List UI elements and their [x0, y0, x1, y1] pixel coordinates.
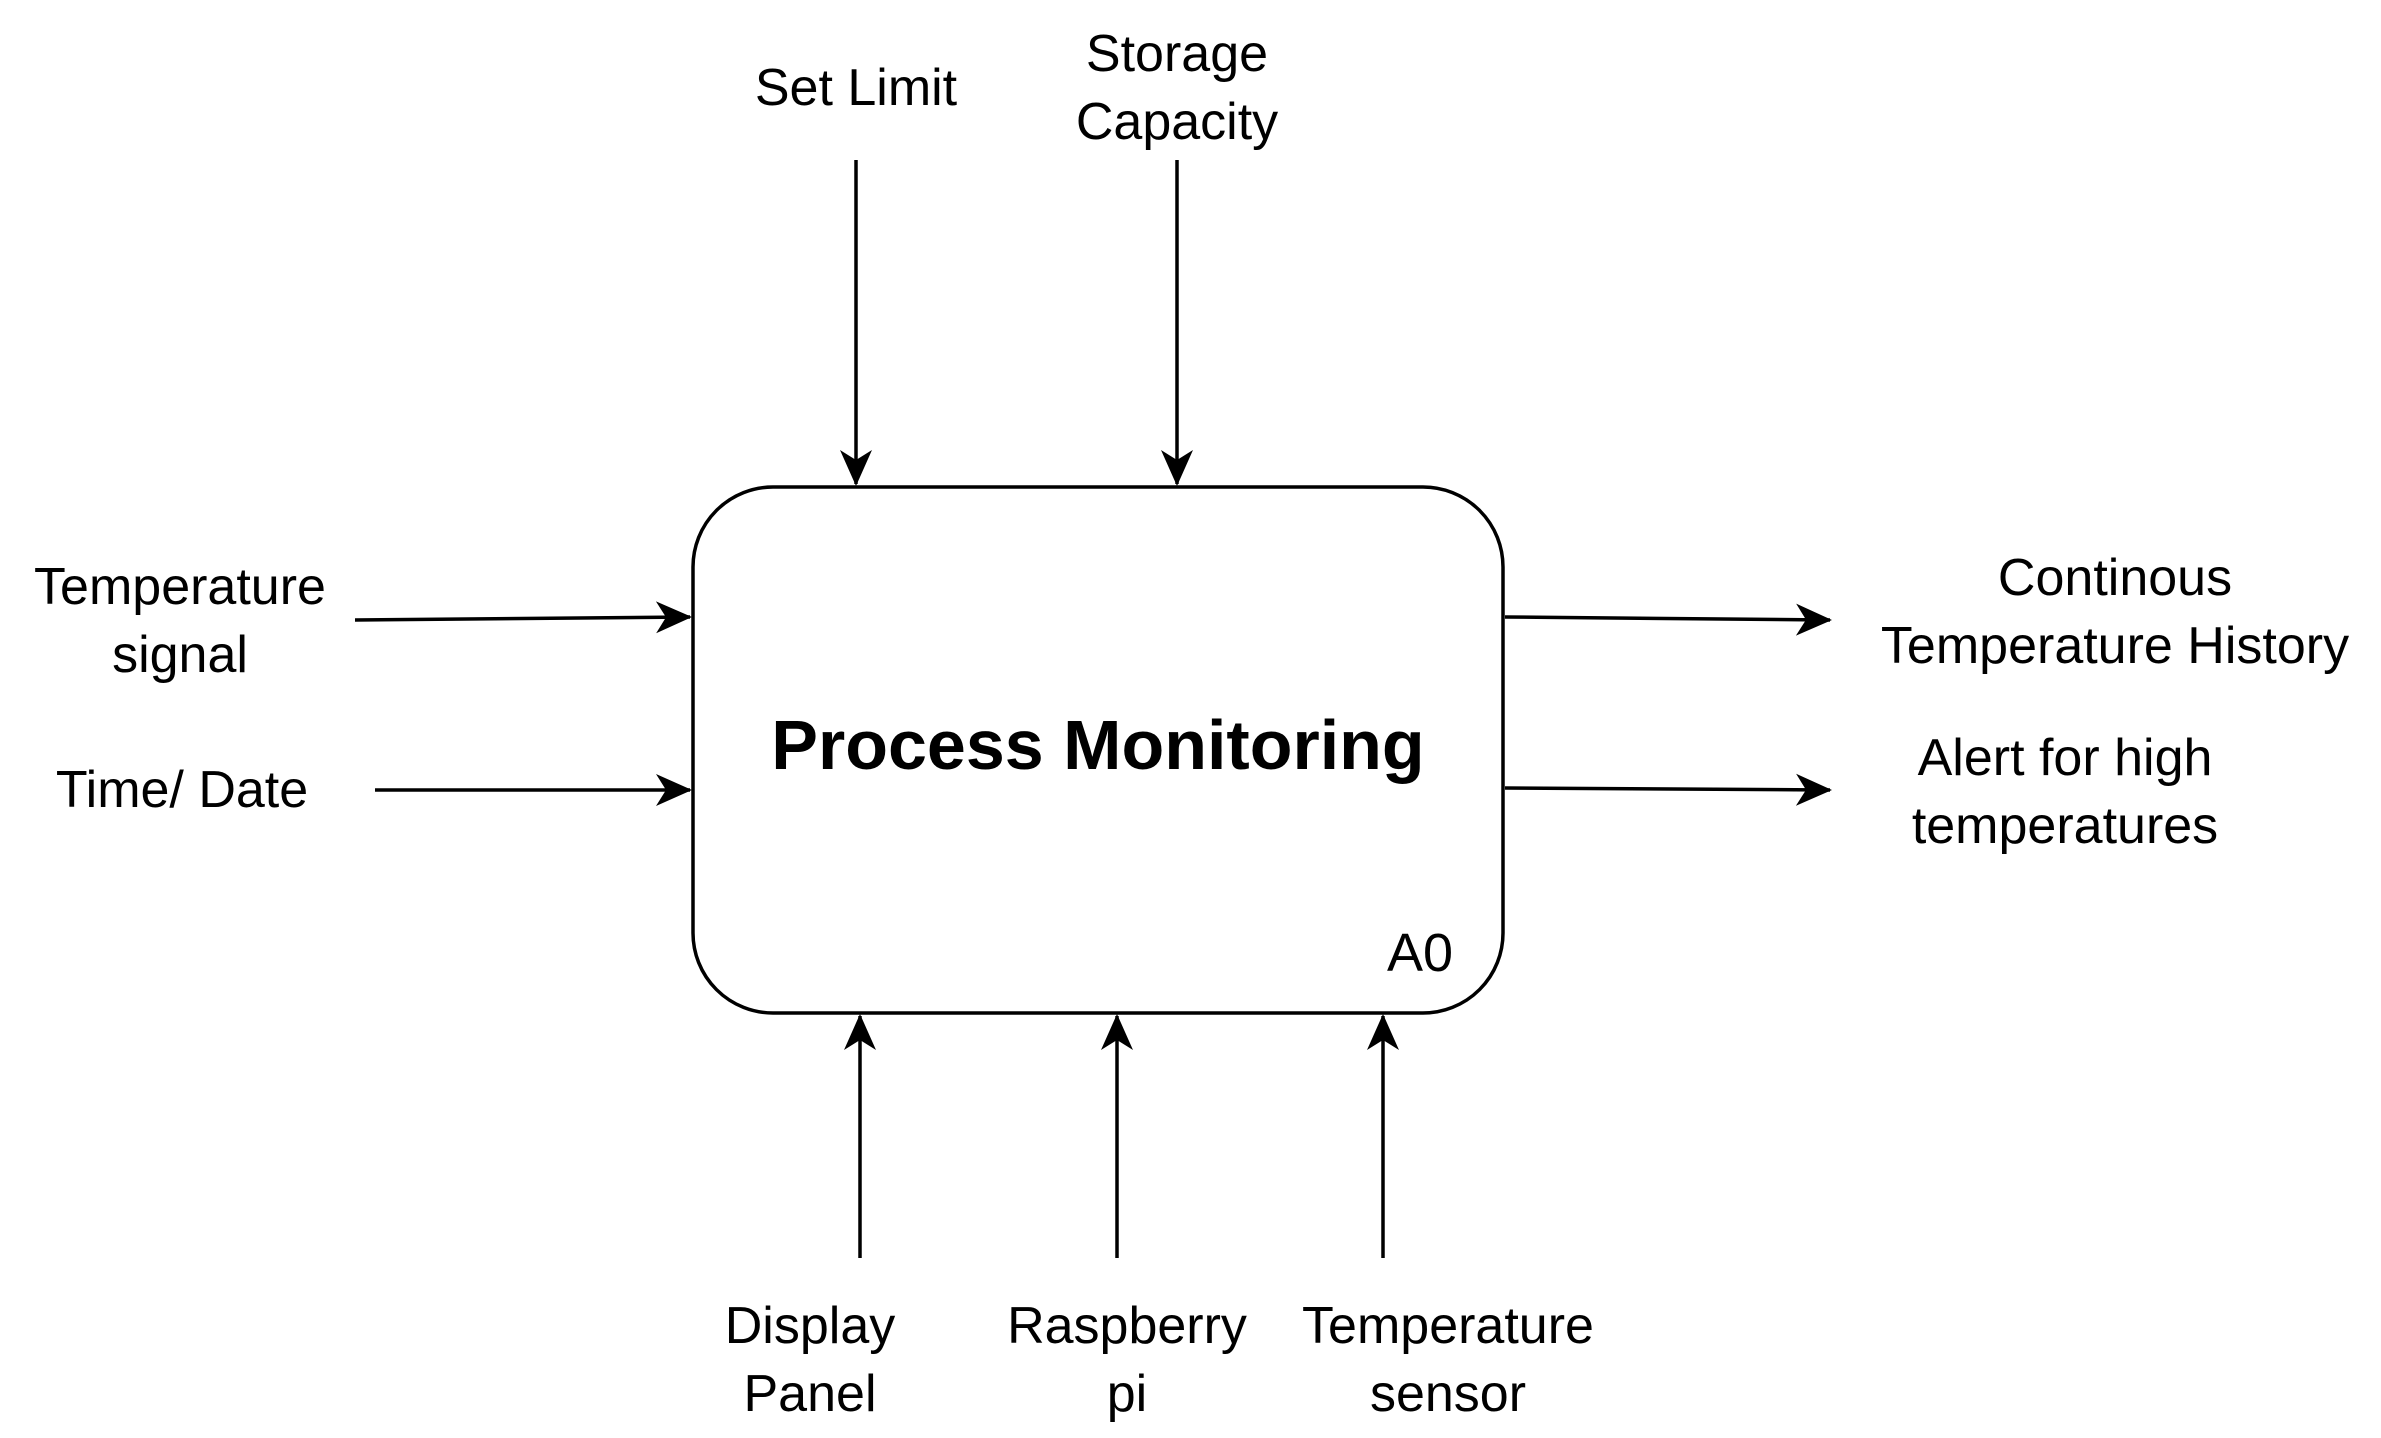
- raspberry-pi-line2: pi: [1106, 1365, 1148, 1423]
- activity-box: [691, 485, 1505, 1015]
- set-limit-text: Set Limit: [754, 59, 958, 117]
- high-temp-alert-line1: Alert for high: [1917, 729, 2213, 787]
- set-limit-label: Set Limit: [706, 54, 1006, 122]
- temperature-history-line2: Temperature History: [1880, 617, 2350, 675]
- time-date-text: Time/ Date: [55, 761, 309, 819]
- display-panel-label: Display Panel: [680, 1292, 940, 1428]
- temperature-signal-line1: Temperature: [34, 558, 326, 616]
- storage-capacity-line2: Capacity: [1075, 93, 1279, 151]
- raspberry-pi-label: Raspberry pi: [982, 1292, 1272, 1428]
- display-panel-line1: Display: [724, 1297, 896, 1355]
- raspberry-pi-line1: Raspberry: [1007, 1297, 1247, 1355]
- high-temp-alert-line2: temperatures: [1911, 797, 2219, 855]
- temperature-sensor-line2: sensor: [1369, 1365, 1527, 1423]
- temperature-sensor-line1: Temperature: [1302, 1297, 1594, 1355]
- temperature-sensor-label: Temperature sensor: [1273, 1292, 1623, 1428]
- display-panel-line2: Panel: [743, 1365, 877, 1423]
- process-title: Process Monitoring: [771, 706, 1425, 784]
- storage-capacity-label: Storage Capacity: [1027, 20, 1327, 156]
- high-temp-alert-arrow: [1504, 773, 1832, 806]
- temperature-signal-arrow: [354, 601, 692, 634]
- temperature-signal-label: Temperature signal: [0, 553, 360, 689]
- temperature-history-line1: Continous: [1997, 549, 2233, 607]
- temperature-history-label: Continous Temperature History: [1855, 544, 2375, 680]
- temperature-history-arrow: [1504, 603, 1832, 636]
- storage-capacity-line1: Storage: [1085, 25, 1269, 83]
- process-id: A0: [1386, 923, 1454, 983]
- time-date-label: Time/ Date: [22, 756, 342, 824]
- high-temp-alert-label: Alert for high temperatures: [1845, 724, 2285, 860]
- temperature-signal-line2: signal: [112, 626, 248, 684]
